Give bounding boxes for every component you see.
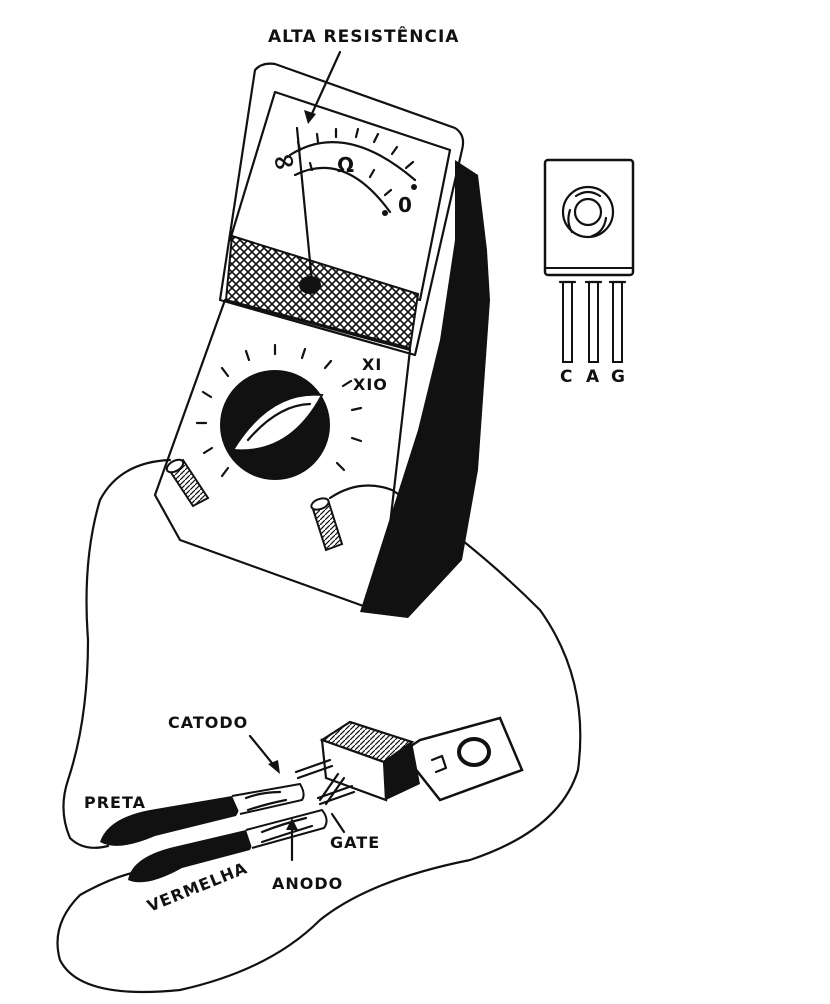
pin-g-label: G	[611, 367, 626, 387]
scr-tab-notch	[430, 754, 448, 774]
black-probe[interactable]	[100, 782, 305, 846]
scr-device	[294, 716, 524, 806]
selector-tick-marks	[195, 343, 363, 478]
red-test-lead-wire	[56, 484, 582, 994]
red-probe[interactable]	[128, 808, 328, 883]
cathode-arrowhead	[268, 760, 280, 774]
terminal-right[interactable]	[310, 496, 344, 552]
meter-scale-ticks	[296, 127, 415, 197]
scr-pin-g	[612, 281, 623, 363]
scr-pinout-hole-inner	[573, 197, 603, 227]
scr-mounting-hole	[457, 737, 491, 767]
high-resistance-arrowhead	[304, 110, 316, 124]
gate-label: GATE	[330, 833, 380, 852]
scale-end-dot	[382, 210, 388, 216]
multimeter-front-panel	[153, 298, 412, 614]
scr-pinout-view: C A G	[543, 158, 635, 387]
scr-pin-a	[588, 281, 599, 363]
infinity-symbol: ∞	[268, 142, 300, 180]
high-resistance-label: ALTA RESISTÊNCIA	[268, 25, 459, 47]
pin-a-label: A	[586, 367, 600, 387]
anode-label: ANODO	[272, 874, 343, 893]
range-x10-label: XIO	[353, 375, 388, 394]
multimeter-side	[360, 160, 490, 618]
gate-leader	[330, 812, 346, 834]
zero-mark: 0	[398, 193, 413, 217]
scr-pin-c	[562, 281, 573, 363]
meter-scale-arc-inner	[293, 166, 392, 214]
meter-grille	[224, 234, 420, 350]
pin-c-label: C	[560, 367, 573, 387]
scr-pinout-body	[543, 158, 635, 277]
scr-pinout-hole-ribs	[567, 190, 608, 238]
meter-head-frame	[218, 62, 465, 357]
meter-scale-arc-outer	[288, 141, 417, 182]
scr-cathode-lead	[294, 758, 334, 780]
ohm-symbol: Ω	[337, 153, 355, 177]
scale-end-dot	[411, 184, 417, 190]
black-probe-label: PRETA	[84, 793, 146, 812]
range-x1-label: XI	[362, 355, 382, 374]
cathode-label: CATODO	[168, 713, 248, 732]
meter-needle	[295, 126, 314, 284]
scr-pinout-hole-outer	[561, 185, 615, 239]
terminal-left[interactable]	[165, 457, 210, 508]
zero-adjust-screw[interactable]	[299, 276, 321, 294]
anode-arrowhead	[286, 818, 298, 830]
high-resistance-leader	[308, 50, 342, 120]
meter-window	[228, 90, 452, 302]
multimeter: ∞ Ω 0 XI XIO	[153, 62, 490, 618]
scr-body-side	[384, 742, 420, 800]
range-selector-knob[interactable]	[220, 370, 330, 480]
scr-gate-lead	[316, 784, 356, 806]
black-test-lead-wire	[62, 458, 172, 849]
